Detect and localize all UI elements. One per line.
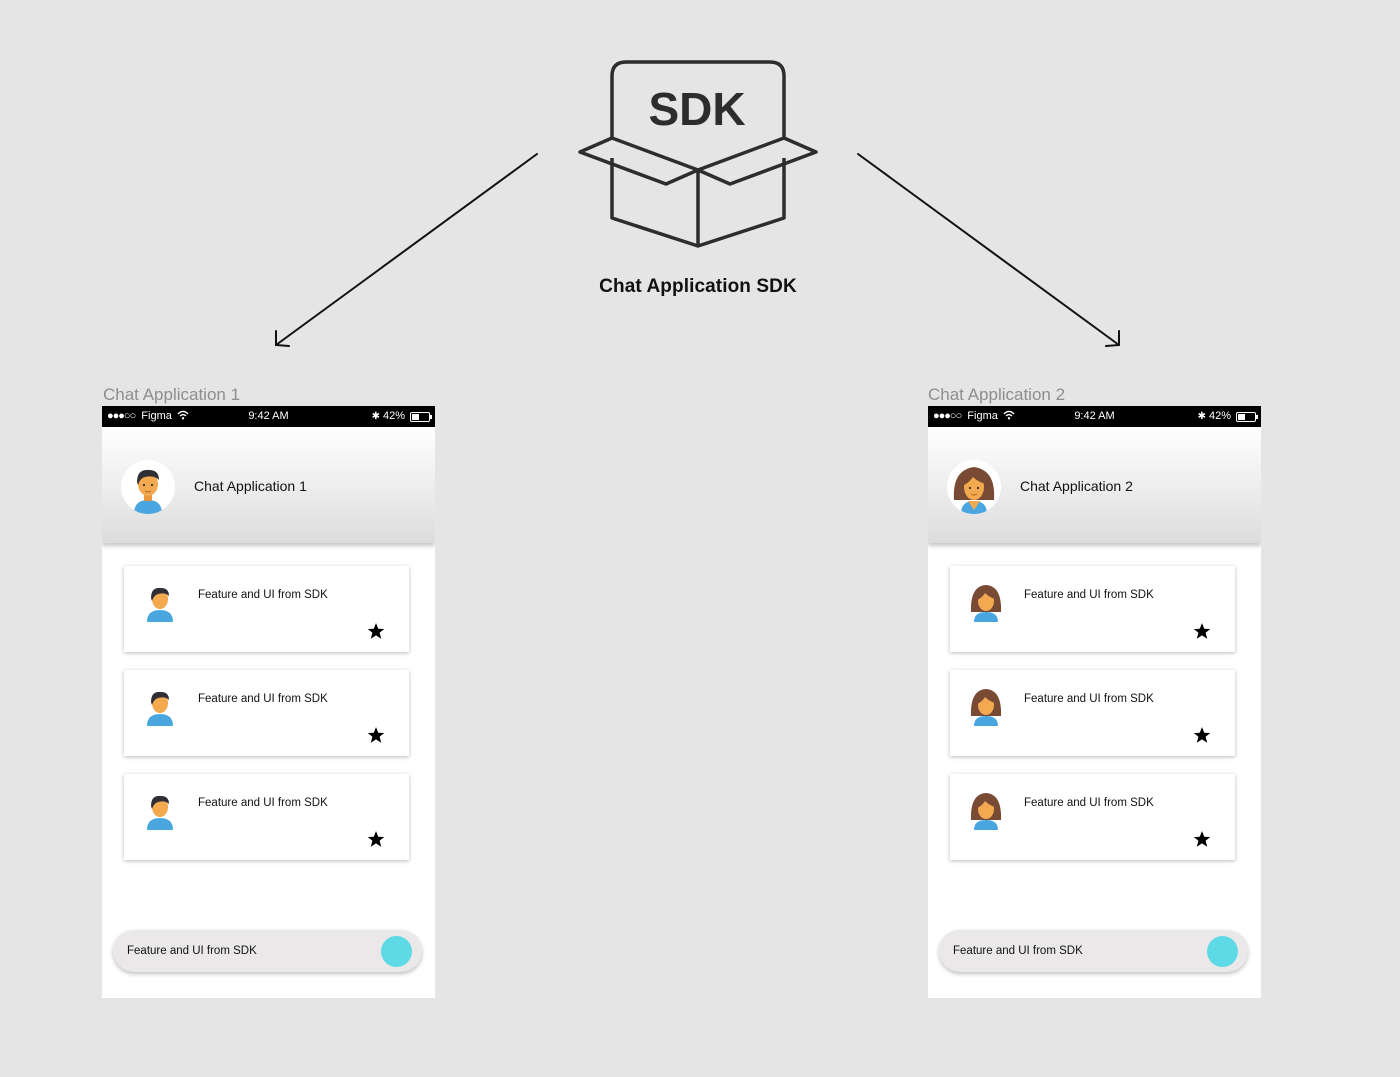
- carrier: ●●●○○ Figma: [107, 410, 172, 422]
- message-input-text: Feature and UI from SDK: [127, 945, 257, 957]
- status-bar: ●●●○○ Figma 9:42 AM ✱ 42%: [102, 406, 435, 427]
- woman-avatar-icon: [970, 585, 1002, 622]
- list-item[interactable]: Feature and UI from SDK: [950, 774, 1235, 860]
- battery-icon: [1236, 411, 1258, 422]
- star-icon[interactable]: [367, 622, 385, 640]
- woman-avatar-icon[interactable]: [947, 460, 1001, 514]
- status-time: 9:42 AM: [1074, 410, 1115, 422]
- list-item-text: Feature and UI from SDK: [198, 797, 328, 809]
- star-icon[interactable]: [1193, 830, 1211, 848]
- message-input-text: Feature and UI from SDK: [953, 945, 1083, 957]
- sdk-label: SDK: [648, 83, 745, 135]
- star-icon[interactable]: [1193, 726, 1211, 744]
- phone-app-2: ●●●○○ Figma 9:42 AM ✱ 42% Chat Applicati…: [928, 406, 1261, 998]
- list-item-text: Feature and UI from SDK: [1024, 797, 1154, 809]
- star-icon[interactable]: [1193, 622, 1211, 640]
- arrow-to-app-1: [275, 153, 538, 346]
- bluetooth-icon: ✱: [1197, 411, 1206, 422]
- man-avatar-icon: [147, 795, 173, 830]
- list-item[interactable]: Feature and UI from SDK: [124, 670, 409, 756]
- frame-label-app-1: Chat Application 1: [103, 385, 241, 404]
- send-button[interactable]: [1207, 936, 1238, 967]
- bluetooth-icon: ✱: [371, 411, 380, 422]
- woman-avatar-icon: [970, 793, 1002, 830]
- arrowhead-app-1: [275, 330, 290, 347]
- header-title: Chat Application 1: [194, 478, 307, 494]
- battery-percent: 42%: [1208, 410, 1231, 422]
- list-item-text: Feature and UI from SDK: [1024, 693, 1154, 705]
- list-item-text: Feature and UI from SDK: [198, 589, 328, 601]
- list-item-text: Feature and UI from SDK: [1024, 589, 1154, 601]
- man-avatar-icon[interactable]: [121, 460, 175, 514]
- app-header: Chat Application 1: [102, 427, 435, 543]
- send-button[interactable]: [381, 936, 412, 967]
- message-input[interactable]: Feature and UI from SDK: [939, 930, 1248, 972]
- battery-icon: [410, 411, 432, 422]
- frame-label-app-2: Chat Application 2: [928, 385, 1066, 404]
- status-time: 9:42 AM: [248, 410, 289, 422]
- sdk-box-icon: SDK: [578, 60, 818, 248]
- woman-avatar-icon: [970, 689, 1002, 726]
- list-item[interactable]: Feature and UI from SDK: [950, 670, 1235, 756]
- header-title: Chat Application 2: [1020, 478, 1133, 494]
- battery-percent: 42%: [382, 410, 405, 422]
- list-item[interactable]: Feature and UI from SDK: [950, 566, 1235, 652]
- list-item[interactable]: Feature and UI from SDK: [124, 774, 409, 860]
- wifi-icon: [1003, 410, 1015, 420]
- wifi-icon: [177, 410, 189, 420]
- phone-app-1: ●●●○○ Figma 9:42 AM ✱ 42% Chat Applicati…: [102, 406, 435, 998]
- star-icon[interactable]: [367, 726, 385, 744]
- status-bar: ●●●○○ Figma 9:42 AM ✱ 42%: [928, 406, 1261, 427]
- sdk-caption: Chat Application SDK: [599, 276, 797, 297]
- list-item-text: Feature and UI from SDK: [198, 693, 328, 705]
- list-item[interactable]: Feature and UI from SDK: [124, 566, 409, 652]
- carrier: ●●●○○ Figma: [933, 410, 998, 422]
- message-input[interactable]: Feature and UI from SDK: [113, 930, 422, 972]
- arrow-to-app-2: [857, 153, 1120, 346]
- star-icon[interactable]: [367, 830, 385, 848]
- arrowhead-app-2: [1105, 330, 1120, 347]
- man-avatar-icon: [147, 691, 173, 726]
- app-header: Chat Application 2: [928, 427, 1261, 543]
- man-avatar-icon: [147, 587, 173, 622]
